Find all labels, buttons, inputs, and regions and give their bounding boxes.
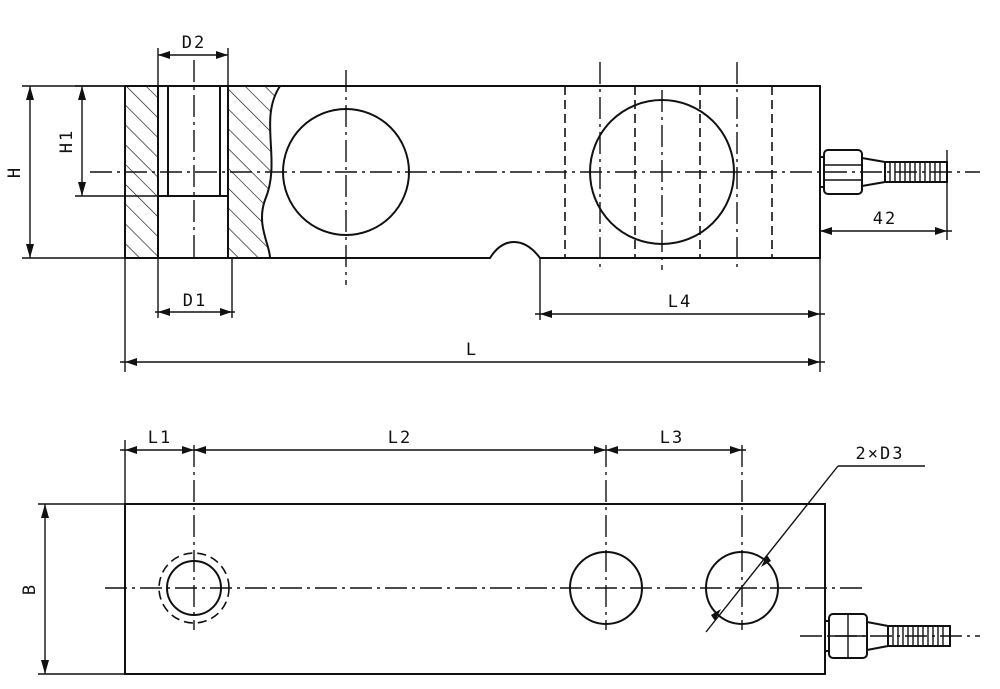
label-H1: H1 xyxy=(57,129,77,153)
label-L4: L4 xyxy=(668,292,692,312)
gauge-cavity-right xyxy=(589,99,735,245)
dim-L1: L1 xyxy=(120,428,200,504)
mounting-bore-section xyxy=(157,60,229,258)
dim-D1: D1 xyxy=(155,258,235,318)
dim-H1: H1 xyxy=(57,85,158,197)
top-view: L1 L2 L3 B 2×D3 xyxy=(20,428,980,675)
dim-42: 42 xyxy=(819,187,952,240)
label-42: 42 xyxy=(873,209,897,229)
label-H: H xyxy=(5,166,25,178)
label-L: L xyxy=(466,340,478,360)
cable-connector-side xyxy=(819,149,948,240)
label-L1: L1 xyxy=(148,428,172,448)
dim-D2: D2 xyxy=(157,33,229,86)
label-D2: D2 xyxy=(182,33,206,53)
cable-connector-top xyxy=(800,613,980,659)
side-view: H H1 D2 D1 xyxy=(5,33,980,372)
dim-B: B xyxy=(20,503,125,675)
dim-L: L xyxy=(120,258,825,372)
dim-2xD3: 2×D3 xyxy=(705,444,925,633)
label-D1: D1 xyxy=(183,291,207,311)
dim-L3: L3 xyxy=(606,428,746,454)
dim-L4: L4 xyxy=(535,258,825,372)
right-mounting-holes-hidden xyxy=(564,62,773,270)
label-L2: L2 xyxy=(388,428,412,448)
dim-H: H xyxy=(5,85,125,259)
side-view-body xyxy=(124,85,821,259)
label-B: B xyxy=(20,583,40,595)
label-L3: L3 xyxy=(660,428,684,448)
label-2xD3: 2×D3 xyxy=(856,444,905,464)
top-view-body xyxy=(124,503,826,675)
left-threaded-bore xyxy=(158,445,230,630)
dim-L2: L2 xyxy=(194,428,606,454)
